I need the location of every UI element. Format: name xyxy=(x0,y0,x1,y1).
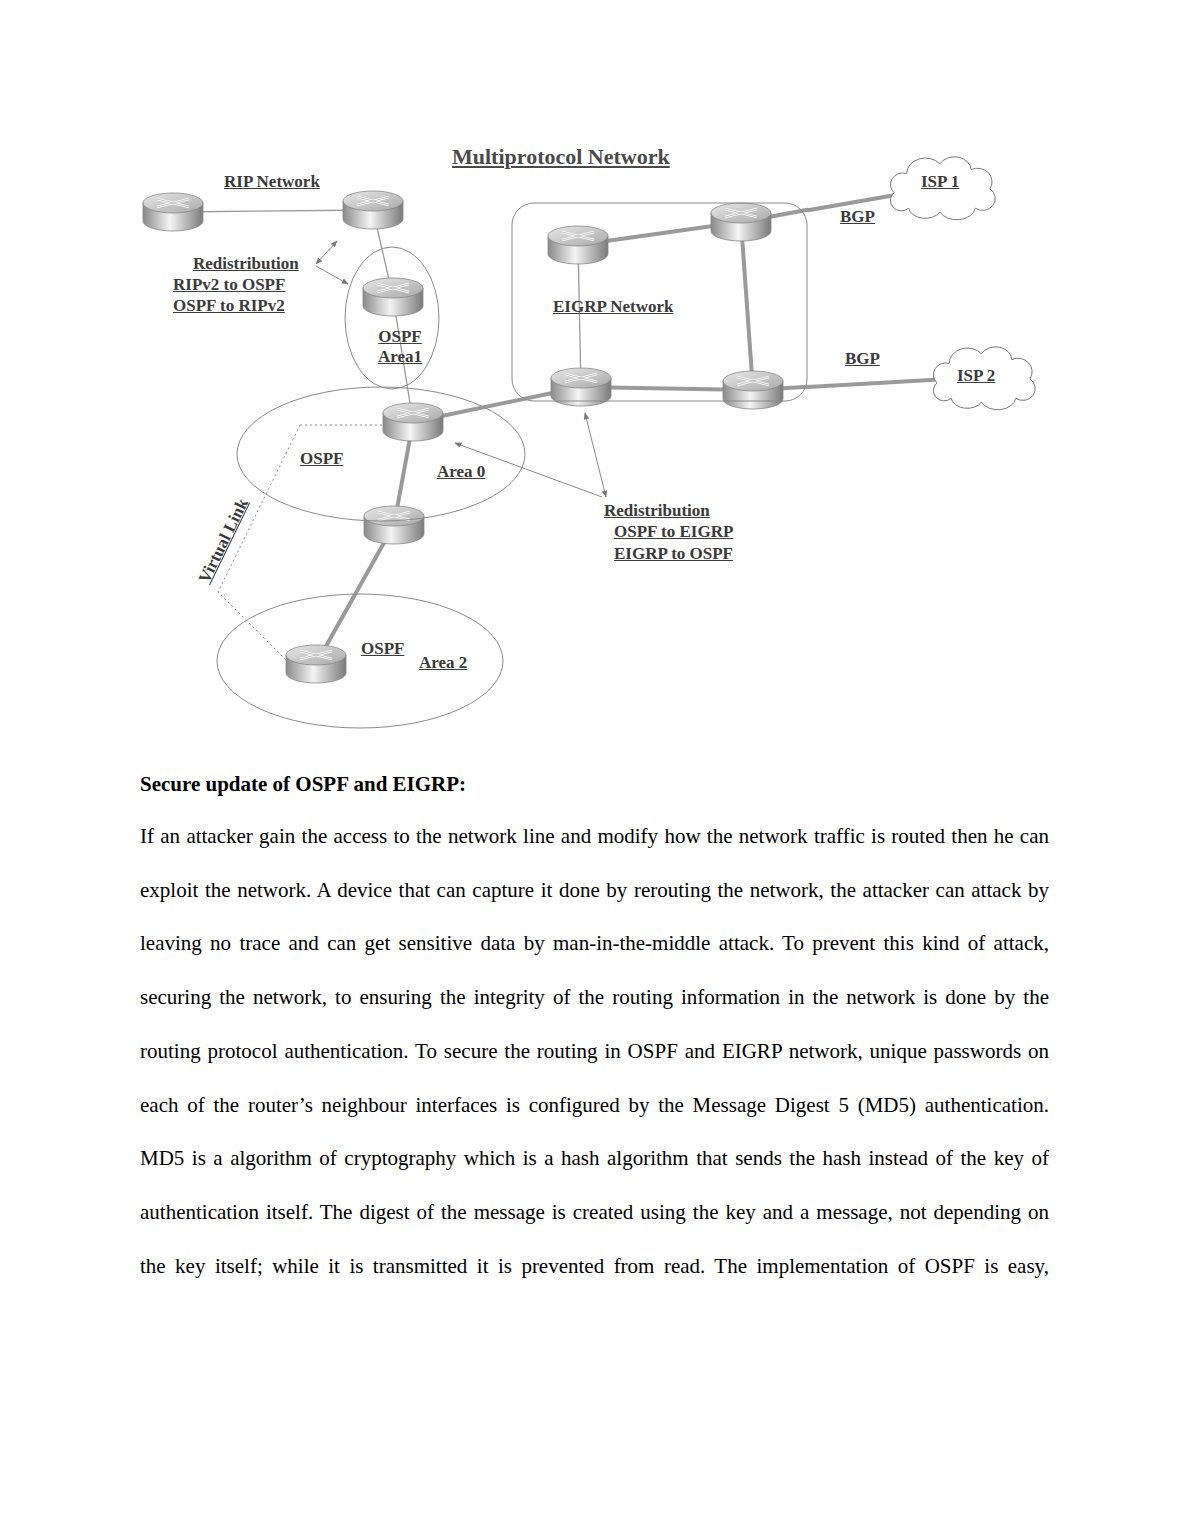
ospf-area: OSPF Area 0 xyxy=(236,386,526,522)
ospf-area: OSPF Area1 xyxy=(344,246,440,390)
area-ellipse xyxy=(345,247,439,389)
routers xyxy=(143,191,783,683)
links xyxy=(173,210,808,664)
diagram-label: RIP Network xyxy=(224,172,320,192)
node-label: EIGRP Network xyxy=(553,297,673,317)
body-paragraph: If an attacker gain the access to the ne… xyxy=(140,810,1049,1293)
area-ellipse xyxy=(237,387,525,521)
diagram-label: OSPF to RIPv2 xyxy=(173,296,285,316)
diagram-label: Redistribution xyxy=(193,254,299,274)
node-label: Area 0 xyxy=(437,462,485,482)
diagram-label: OSPF to EIGRP xyxy=(614,522,733,542)
router-icon xyxy=(143,193,203,231)
router-icon xyxy=(364,506,424,544)
isp-cloud: ISP 1 xyxy=(890,158,994,216)
router-icon xyxy=(363,278,423,316)
node-label: OSPF Area1 xyxy=(369,327,431,367)
area-ellipse xyxy=(217,594,503,728)
section-heading: Secure update of OSPF and EIGRP: xyxy=(140,771,466,797)
router-icon xyxy=(723,371,783,409)
isp-cloud: ISP 2 xyxy=(933,348,1034,406)
arrow xyxy=(316,241,337,264)
arrow xyxy=(316,266,348,284)
arrow xyxy=(585,413,606,497)
node-label: ISP 1 xyxy=(921,172,959,192)
region-outline xyxy=(344,246,440,390)
node-label: ISP 2 xyxy=(957,366,995,386)
node-label: OSPF xyxy=(300,449,343,469)
ospf-area: OSPF Area 2 xyxy=(216,593,504,729)
node-label: Area 2 xyxy=(419,653,467,673)
cloud-outline xyxy=(890,157,995,220)
node-label: OSPF xyxy=(361,639,404,659)
diagram-label: Virtual Link xyxy=(195,496,253,587)
diagram-label: EIGRP to OSPF xyxy=(614,544,733,564)
router-icon xyxy=(286,645,346,683)
cloud-outline xyxy=(933,347,1035,410)
redistribution-arrows xyxy=(316,241,606,497)
router-icon xyxy=(548,226,608,264)
diagram-label: Redistribution xyxy=(604,501,710,521)
bgp-link xyxy=(808,380,935,387)
link-line xyxy=(741,222,753,390)
router-icon xyxy=(383,403,443,441)
edge-label: BGP xyxy=(843,349,882,369)
network-region: EIGRP Network xyxy=(511,202,808,402)
region-outline xyxy=(236,386,526,522)
diagram-title: Multiprotocol Network xyxy=(452,144,670,170)
router-icon xyxy=(711,203,771,241)
edge-label: BGP xyxy=(838,207,877,227)
router-icon xyxy=(551,368,611,406)
router-icon xyxy=(343,191,403,229)
diagram-label: RIPv2 to OSPF xyxy=(173,275,285,295)
region-border xyxy=(512,203,807,401)
